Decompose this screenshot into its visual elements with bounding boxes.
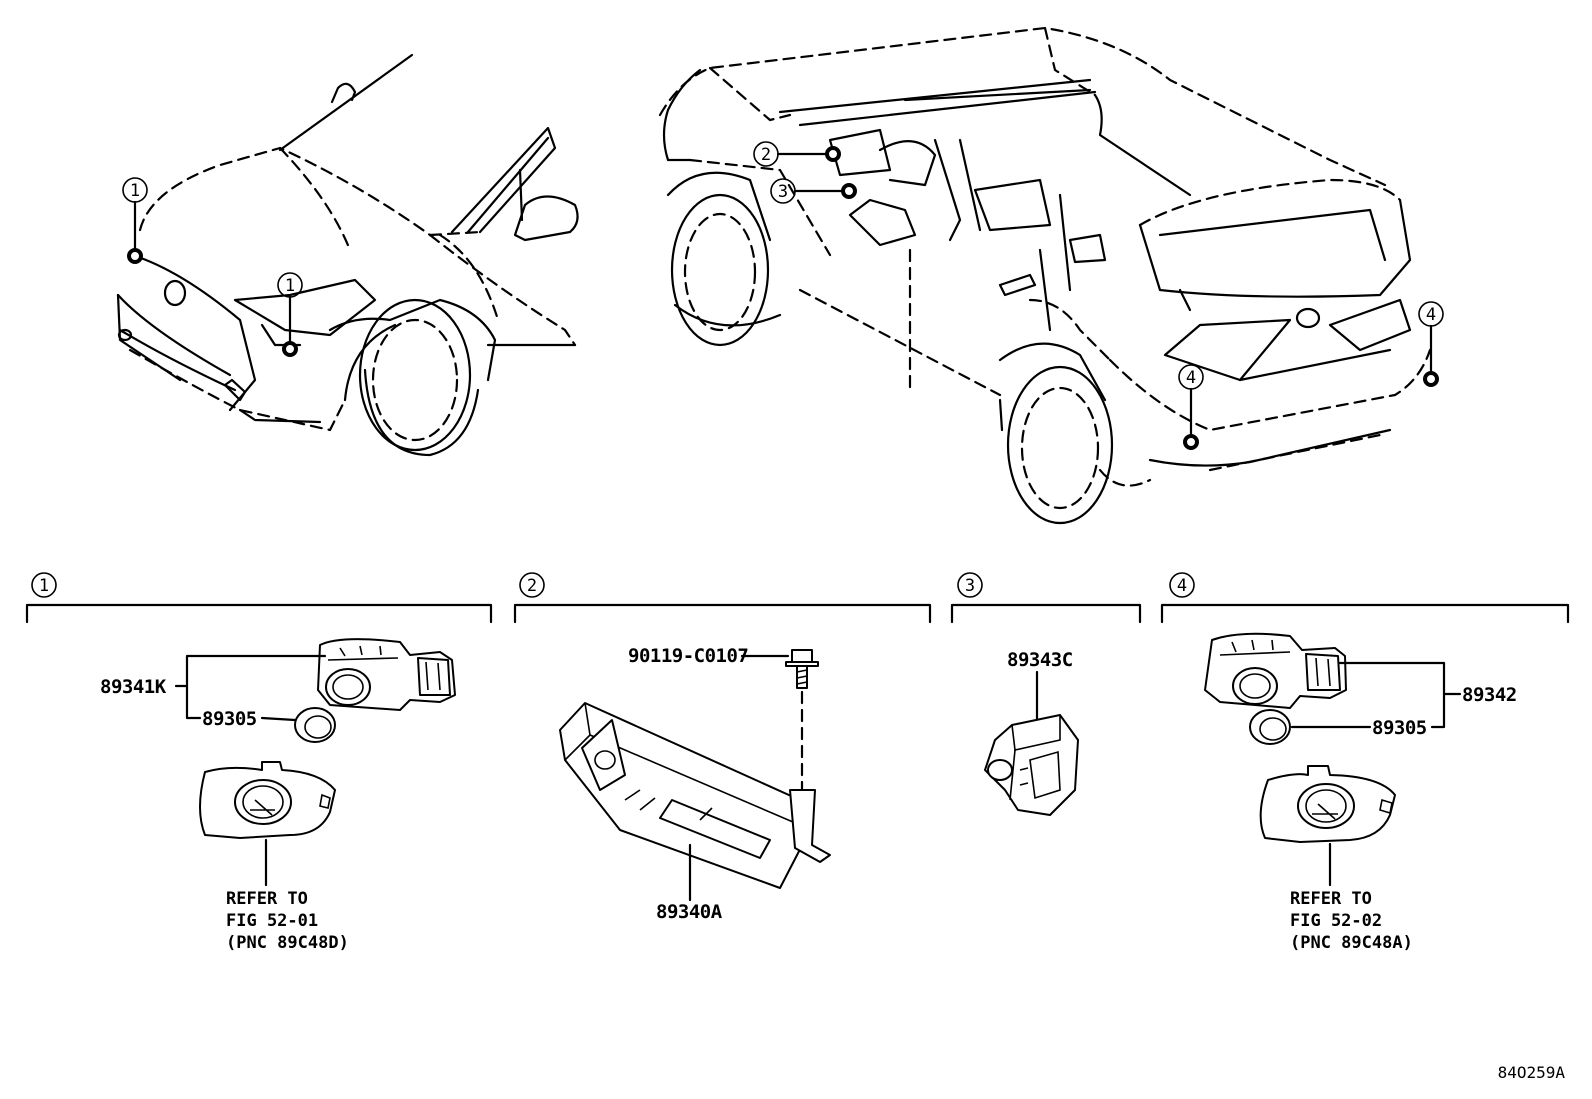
- group-header-2: 2: [513, 572, 932, 624]
- sensor-89342-drawing: [1204, 632, 1347, 709]
- group-4-parts: 89342 89305 REFER TO FIG 52-02 (PNC 89C4…: [1204, 632, 1517, 953]
- callout-4b-label: 4: [1426, 305, 1436, 325]
- bolt-drawing: [785, 649, 819, 689]
- group-2-parts: 90119-C0107 89340A: [559, 645, 831, 923]
- callout-4a-label: 4: [1186, 368, 1196, 388]
- group-3-parts: 89343C: [984, 649, 1079, 816]
- figure-code: 84O259A: [1498, 1063, 1566, 1082]
- part-number-89305-left: 89305: [202, 708, 257, 730]
- sensor-89343C-drawing: [984, 714, 1079, 816]
- group-2-number: 2: [527, 576, 537, 596]
- callout-1b: 1: [277, 272, 303, 357]
- callout-1a: 1: [122, 177, 148, 264]
- part-number-90119-C0107: 90119-C0107: [628, 645, 748, 667]
- callout-4b: 4: [1418, 301, 1444, 387]
- refer-left-line-2: FIG 52-01: [226, 911, 318, 931]
- callout-4a: 4: [1178, 364, 1204, 450]
- bezel-drawing-right: [1259, 765, 1396, 843]
- part-number-89342: 89342: [1462, 684, 1517, 706]
- front-vehicle-illustration: [116, 53, 579, 457]
- group-1-number: 1: [39, 576, 49, 596]
- callout-1b-label: 1: [285, 276, 295, 296]
- ecu-module-drawing: [559, 702, 831, 889]
- callout-2-label: 2: [761, 145, 771, 165]
- group-header-1: 1: [25, 572, 493, 624]
- part-number-89343C: 89343C: [1007, 649, 1073, 671]
- part-number-89340A: 89340A: [656, 901, 723, 923]
- refer-right-line-2: FIG 52-02: [1290, 911, 1382, 931]
- group-4-number: 4: [1177, 576, 1187, 596]
- callout-1a-label: 1: [130, 181, 140, 201]
- sensor-89341K-drawing: [317, 638, 456, 711]
- refer-right-line-1: REFER TO: [1290, 889, 1372, 909]
- group-header-3: 3: [950, 572, 1142, 624]
- refer-left-line-1: REFER TO: [226, 889, 308, 909]
- group-1-parts: 89341K 89305 REFER TO FIG 52-01 (PNC 89C…: [100, 638, 456, 953]
- part-number-89341K: 89341K: [100, 676, 167, 698]
- callout-3: 3: [770, 178, 857, 204]
- callout-3-label: 3: [778, 182, 788, 202]
- group-header-4: 4: [1160, 572, 1570, 624]
- part-number-89305-right: 89305: [1372, 717, 1427, 739]
- group-3-number: 3: [965, 576, 975, 596]
- ring-89305-drawing: [294, 707, 336, 743]
- rear-vehicle-illustration: [658, 26, 1432, 525]
- ring-89305-right-drawing: [1249, 709, 1291, 745]
- callout-2: 2: [753, 141, 841, 167]
- bezel-drawing-left: [199, 761, 336, 839]
- refer-right-line-3: (PNC 89C48A): [1290, 933, 1413, 953]
- refer-left-line-3: (PNC 89C48D): [226, 933, 349, 953]
